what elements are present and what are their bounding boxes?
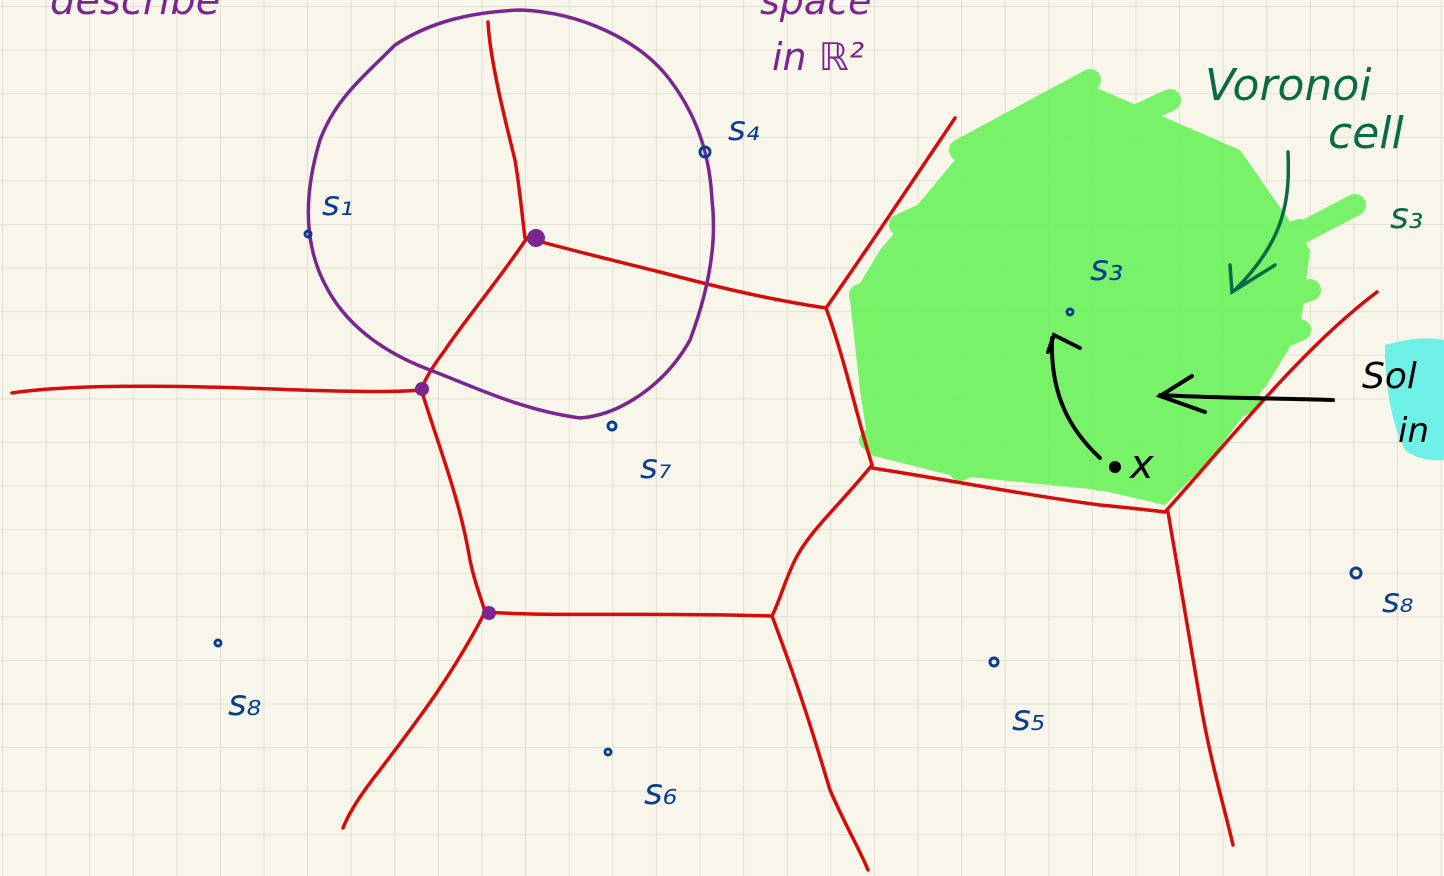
voronoi-edge — [486, 20, 527, 240]
voronoi-cell-highlight — [849, 69, 1366, 505]
voronoi-edge — [870, 466, 1167, 514]
voronoi-edge — [418, 236, 529, 394]
site-label-right: s₈ — [1382, 581, 1414, 621]
site-label-s5: s₅ — [1012, 698, 1045, 739]
top-note-left: describe — [50, 0, 220, 24]
site-label-s8: s₈ — [228, 683, 261, 724]
query-annotation — [1046, 332, 1335, 473]
query-to-site-arrow — [1049, 336, 1102, 460]
site-point — [1065, 307, 1075, 317]
voronoi-vertex — [527, 229, 545, 247]
voronoi-label: Voronoi — [1205, 60, 1372, 111]
voronoi-edge — [824, 306, 874, 467]
solution-highlight — [1385, 338, 1444, 461]
voronoi-label-2: cell — [1328, 108, 1404, 159]
site-point — [213, 638, 223, 648]
site-point — [303, 229, 313, 239]
site-point — [606, 420, 618, 432]
site-label-s3: s₃ — [1090, 248, 1123, 289]
voronoi-edge — [341, 610, 487, 830]
site-label-s4: s₄ — [728, 109, 760, 149]
voronoi-cell-pointer — [1228, 150, 1291, 296]
empty-circle — [306, 8, 716, 420]
voronoi-edge — [824, 116, 957, 310]
site-point — [603, 747, 613, 757]
arrowhead — [1046, 332, 1082, 354]
sites — [213, 145, 1363, 757]
site-point — [1349, 566, 1363, 580]
arrowhead — [1155, 374, 1207, 414]
labels: describe space in ℝ² Voronoi cell s₃ s₁ … — [50, 0, 1429, 813]
voronoi-edge — [10, 384, 422, 395]
voronoi-edge — [420, 390, 487, 614]
site-point — [988, 656, 1000, 668]
top-note-mid2: in ℝ² — [772, 35, 864, 79]
voronoi-edge — [525, 236, 828, 310]
solution-arrow — [1158, 393, 1335, 402]
voronoi-vertex — [482, 606, 496, 620]
site-label-s6: s₆ — [644, 772, 677, 813]
voronoi-edge — [770, 614, 870, 872]
voronoi-vertices — [415, 229, 545, 620]
solution-label-2: in — [1398, 411, 1429, 451]
voronoi-vertex — [415, 382, 429, 396]
top-note-mid: space — [760, 0, 871, 23]
site-label-s7: s₇ — [640, 447, 672, 487]
voronoi-edge — [1166, 510, 1235, 847]
site-label-s1: s₁ — [322, 184, 353, 224]
voronoi-edge — [483, 610, 774, 618]
voronoi-edge — [770, 463, 874, 618]
query-point — [1109, 461, 1121, 473]
query-label: x — [1128, 442, 1154, 488]
site-label-right-top: s₃ — [1390, 196, 1423, 237]
solution-label: Sol — [1362, 356, 1417, 397]
site-point — [698, 145, 712, 159]
